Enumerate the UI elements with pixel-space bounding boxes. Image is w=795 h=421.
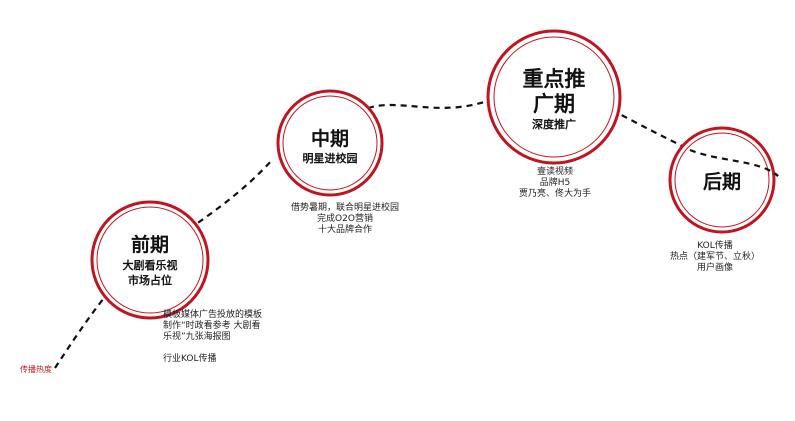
- stage-early-title: 前期: [131, 233, 169, 256]
- stage-early-notes: 模板媒体广告投放的模板 制作“时政看参考 大剧看 乐视”九张海报图 行业KOL传…: [163, 310, 263, 364]
- stage-focus-title-2: 广期: [533, 92, 575, 116]
- stage-early-ring-inner: [96, 206, 204, 314]
- stage-focus-title-1: 重点推: [523, 67, 586, 91]
- stage-mid-ring-inner: [282, 95, 378, 191]
- stage-focus-subtitle: 深度推广: [532, 117, 576, 131]
- progress-curve-tail: [689, 148, 779, 177]
- stage-mid-notes: 借势暑期，联合明星进校园 完成O2O营销 十大品牌合作: [290, 203, 399, 235]
- stage-late: 后期: [668, 126, 776, 234]
- stage-focus-ring-inner: [493, 36, 615, 158]
- stage-early-subtitle-1: 大剧看乐视: [123, 258, 178, 272]
- stage-focus: 重点推 广期 深度推广: [486, 29, 622, 165]
- stage-focus-notes: 壹读视频 品牌H5 贾乃亮、佟大为手: [518, 167, 591, 199]
- stage-mid-title: 中期: [311, 127, 349, 150]
- stage-mid: 中期 明星进校园: [276, 89, 384, 197]
- heat-label: 传播热度: [20, 365, 52, 374]
- stage-mid-subtitle: 明星进校园: [303, 151, 358, 165]
- stage-early-subtitle-2: 市场占位: [128, 273, 172, 287]
- progress-curve: [54, 98, 779, 369]
- stage-early: 前期 大剧看乐视 市场占位: [90, 200, 210, 320]
- stage-late-title: 后期: [703, 171, 741, 193]
- stage-late-notes: KOL传播 热点（建军节、立秋） 用户画像: [669, 241, 760, 273]
- stage-late-ring-inner: [674, 132, 770, 228]
